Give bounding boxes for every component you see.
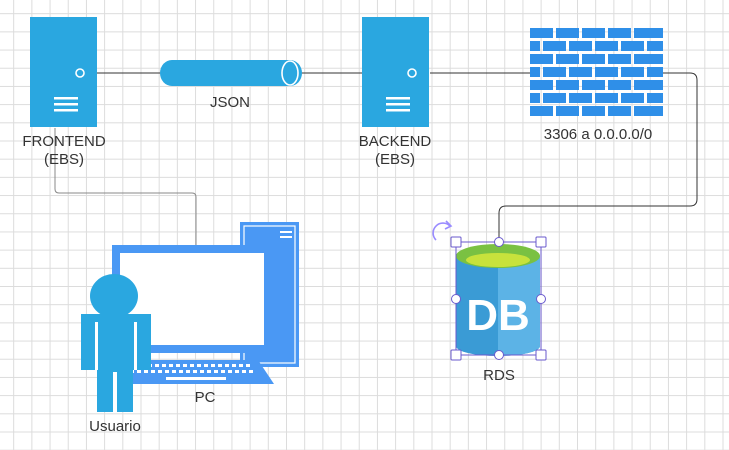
resize-handle-w[interactable]: [451, 294, 461, 304]
rds-label: RDS: [483, 367, 515, 384]
resize-handle-s[interactable]: [494, 350, 504, 360]
edge-firewall-rds[interactable]: [498, 72, 698, 242]
backend-label: BACKEND (EBS): [345, 133, 445, 169]
user-icon[interactable]: [81, 274, 151, 412]
resize-handle-ne[interactable]: [535, 236, 547, 248]
rds-database-icon[interactable]: [456, 244, 540, 356]
resize-handle-nw[interactable]: [450, 236, 462, 248]
firewall-label: 3306 a 0.0.0.0/0: [543, 126, 653, 143]
db-icon-text: DB: [466, 291, 530, 340]
frontend-label: FRONTEND (EBS): [14, 133, 114, 169]
backend-label-line2: (EBS): [374, 151, 415, 168]
backend-label-line1: BACKEND: [358, 133, 432, 150]
connectors: [54, 72, 698, 250]
pc-icon[interactable]: [112, 222, 299, 384]
json-pipe-icon[interactable]: [160, 60, 302, 86]
pc-label: PC: [194, 389, 216, 406]
frontend-server-icon[interactable]: [30, 17, 97, 127]
firewall-icon[interactable]: [530, 28, 663, 116]
resize-handle-e[interactable]: [536, 294, 546, 304]
frontend-label-line1: FRONTEND: [22, 133, 106, 150]
resize-handle-se[interactable]: [535, 349, 547, 361]
resize-handle-n[interactable]: [494, 237, 504, 247]
user-label: Usuario: [89, 418, 141, 435]
json-label: JSON: [209, 94, 250, 111]
frontend-label-line2: (EBS): [43, 151, 84, 168]
rotate-handle-icon[interactable]: [432, 220, 453, 241]
edge-frontend-pc[interactable]: [54, 128, 197, 250]
resize-handle-sw[interactable]: [450, 349, 462, 361]
backend-server-icon[interactable]: [362, 17, 429, 127]
resize-handles[interactable]: [450, 236, 547, 361]
